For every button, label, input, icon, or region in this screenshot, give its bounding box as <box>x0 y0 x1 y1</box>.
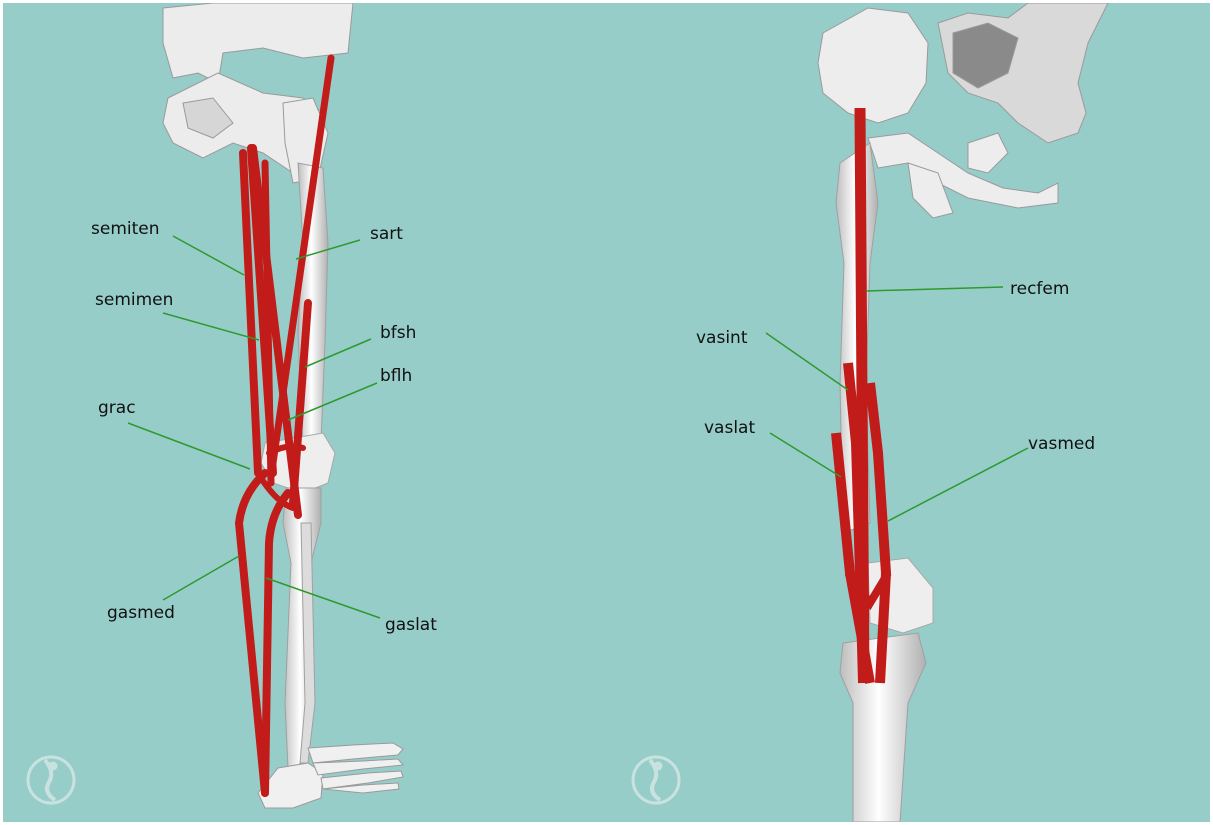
muscle-vasmed <box>870 383 886 683</box>
leader-grac <box>128 423 250 469</box>
left-view-illustration <box>3 3 608 822</box>
leader-vasint <box>766 333 848 390</box>
right-view-panel: recfem vasint vaslat vasmed <box>608 3 1210 822</box>
label-sart: sart <box>370 224 403 244</box>
label-gaslat: gaslat <box>385 615 437 635</box>
leader-vaslat <box>770 433 841 477</box>
label-semimen: semimen <box>95 290 173 310</box>
leader-recfem <box>866 287 1003 291</box>
leader-vasmed <box>888 448 1028 521</box>
label-grac: grac <box>98 398 136 418</box>
muscle-gasmed <box>239 473 265 793</box>
label-gasmed: gasmed <box>107 603 175 623</box>
leader-semimen <box>163 313 259 340</box>
label-semiten: semiten <box>91 219 160 239</box>
left-view-panel: semiten semimen grac gasmed sart bfsh bf… <box>3 3 608 822</box>
leader-semiten <box>173 236 244 275</box>
label-bflh: bflh <box>380 366 412 386</box>
label-vasint: vasint <box>696 328 748 348</box>
leader-gasmed <box>163 556 239 600</box>
muscle-grac <box>265 163 271 483</box>
leader-gaslat <box>266 578 380 618</box>
right-view-illustration <box>608 3 1210 822</box>
foot-bones <box>258 743 403 808</box>
label-recfem: recfem <box>1010 279 1069 299</box>
opensim-logo-icon <box>633 757 679 803</box>
label-vasmed: vasmed <box>1028 434 1095 454</box>
muscle-gaslat <box>265 493 288 793</box>
leader-lines <box>766 287 1028 521</box>
opensim-logo-icon <box>28 757 74 803</box>
label-bfsh: bfsh <box>380 323 416 343</box>
label-vaslat: vaslat <box>704 418 755 438</box>
